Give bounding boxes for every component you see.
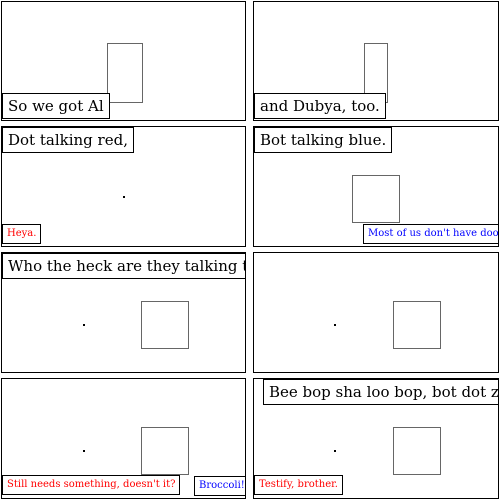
- caption-box: Bee bop sha loo bop, bot dot zoo.: [263, 379, 498, 405]
- speech-blue: Most of us don't have doors.: [363, 224, 498, 244]
- bot-character: [141, 301, 189, 349]
- comic-panel-5: Who the heck are they talking to?: [1, 252, 246, 373]
- caption-box: and Dubya, too.: [254, 93, 386, 119]
- speech-blue: Broccoli!: [194, 476, 245, 496]
- dot-character: [334, 324, 336, 326]
- comic-panel-2: and Dubya, too.: [253, 1, 499, 121]
- dot-character: [123, 196, 125, 198]
- dot-character: [83, 324, 85, 326]
- caption-box: Who the heck are they talking to?: [2, 253, 245, 279]
- bot-character: [393, 301, 441, 349]
- comic-panel-6: [253, 252, 499, 373]
- bot-character: [107, 43, 143, 103]
- dot-character: [83, 450, 85, 452]
- bot-character: [393, 427, 441, 475]
- dot-character: [334, 450, 336, 452]
- caption-box: So we got Al: [2, 93, 110, 119]
- caption-box: Dot talking red,: [2, 127, 134, 153]
- speech-red: Testify, brother.: [254, 475, 343, 495]
- comic-panel-1: So we got Al: [1, 1, 246, 121]
- bot-character: [141, 427, 189, 475]
- comic-panel-8: Bee bop sha loo bop, bot dot zoo. Testif…: [253, 378, 499, 499]
- speech-red: Heya.: [2, 224, 42, 244]
- speech-red: Still needs something, doesn't it?: [2, 475, 181, 495]
- comic-panel-7: Still needs something, doesn't it? Brocc…: [1, 378, 246, 499]
- comic-panel-3: Dot talking red, Heya.: [1, 126, 246, 247]
- bot-character: [352, 175, 400, 223]
- caption-box: Bot talking blue.: [254, 127, 393, 153]
- comic-panel-4: Bot talking blue. Most of us don't have …: [253, 126, 499, 247]
